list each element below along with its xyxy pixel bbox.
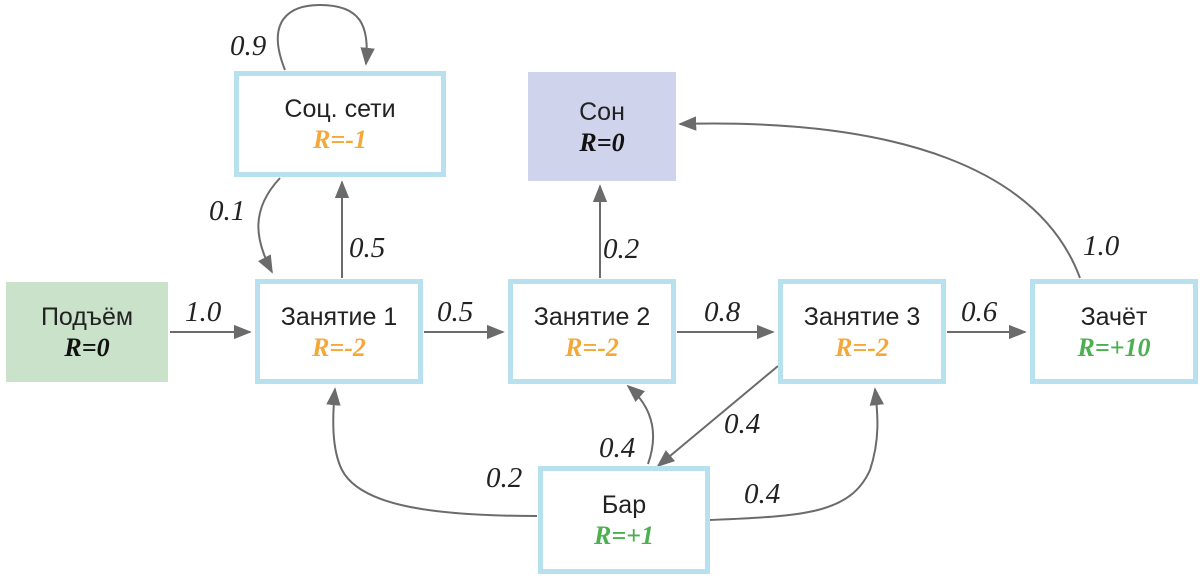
node-title: Соц. сети [284, 95, 396, 123]
node-reward: R=-2 [565, 332, 619, 362]
edge-social-loop [276, 3, 375, 71]
prob-class1-class2: 0.5 [437, 296, 474, 328]
prob-social-loop: 0.9 [230, 30, 267, 62]
edge-bar-class2 [626, 384, 655, 465]
node-wake: Подъём R=0 [6, 282, 168, 382]
prob-bar-class2: 0.4 [599, 432, 636, 464]
edge-class3-bar [656, 365, 779, 468]
edge-bar-class3 [709, 387, 885, 521]
node-title: Подъём [40, 303, 134, 331]
node-sleep: Сон R=0 [528, 72, 676, 181]
prob-exam-sleep: 1.0 [1083, 230, 1120, 262]
prob-class2-class3: 0.8 [704, 296, 741, 328]
prob-class3-exam: 0.6 [961, 296, 998, 328]
node-reward: R=+1 [594, 521, 654, 550]
node-title: Сон [579, 97, 625, 126]
node-bar: Бар R=+1 [538, 466, 710, 574]
node-reward: R=0 [579, 127, 625, 157]
node-title: Зачёт [1080, 302, 1148, 331]
prob-class2-sleep: 0.2 [603, 233, 640, 265]
prob-class1-social: 0.5 [349, 232, 386, 264]
node-title: Занятие 1 [280, 302, 398, 331]
node-reward: R=-1 [313, 125, 367, 154]
node-reward: R=0 [64, 333, 110, 362]
prob-bar-class1: 0.2 [486, 462, 523, 494]
node-title: Занятие 3 [803, 302, 921, 331]
edge-bar-class1 [326, 387, 538, 517]
edge-social-class1 [257, 177, 281, 274]
node-class3: Занятие 3 R=-2 [778, 279, 946, 384]
node-reward: R=-2 [312, 332, 366, 362]
node-reward: R=-2 [835, 332, 889, 362]
edge-exam-sleep [678, 116, 1081, 279]
node-social: Соц. сети R=-1 [234, 71, 446, 177]
prob-class3-bar: 0.4 [724, 408, 761, 440]
node-exam: Зачёт R=+10 [1030, 279, 1198, 384]
node-class1: Занятие 1 R=-2 [255, 279, 423, 384]
node-reward: R=+10 [1077, 332, 1151, 362]
node-title: Бар [601, 491, 647, 519]
prob-bar-class3: 0.4 [744, 478, 781, 510]
prob-wake-class1: 1.0 [185, 296, 222, 328]
prob-social-class1: 0.1 [209, 195, 246, 227]
node-class2: Занятие 2 R=-2 [508, 279, 676, 384]
node-title: Занятие 2 [533, 302, 651, 331]
